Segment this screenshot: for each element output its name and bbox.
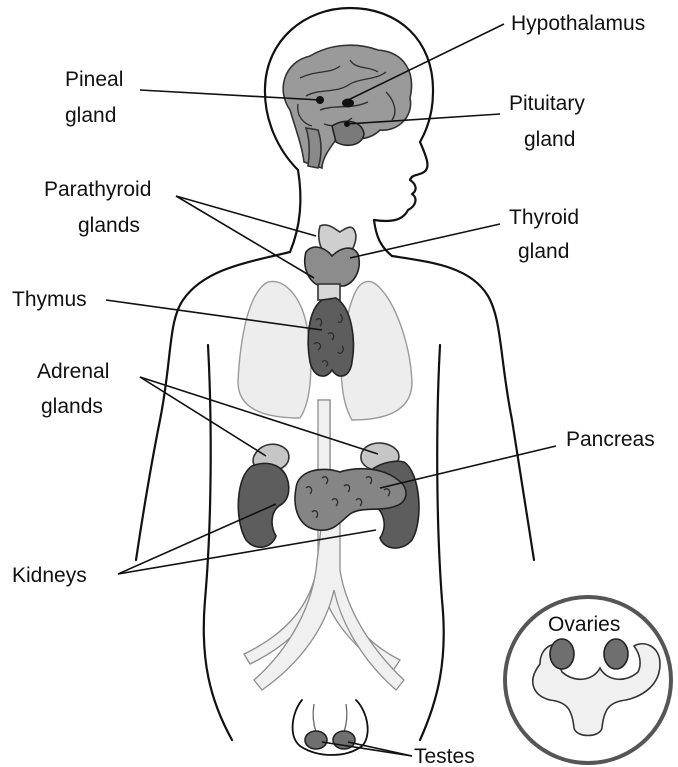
label-pancreas: Pancreas [566, 428, 655, 451]
label-parathyroid-2: glands [78, 214, 140, 237]
label-kidneys: Kidneys [12, 564, 87, 587]
label-adrenal-1: Adrenal [37, 360, 109, 383]
label-ovaries: Ovaries [548, 613, 620, 636]
thymus [308, 298, 353, 376]
label-pineal-1: Pineal [65, 68, 123, 91]
thyroid-gland [305, 225, 359, 300]
label-thyroid-1: Thyroid [509, 206, 579, 229]
label-thyroid-2: gland [518, 240, 569, 263]
label-testes: Testes [414, 745, 475, 767]
label-hypothalamus: Hypothalamus [511, 12, 645, 35]
label-thymus: Thymus [12, 288, 87, 311]
label-adrenal-2: glands [41, 395, 103, 418]
label-pineal-2: gland [65, 104, 116, 127]
brain [283, 45, 411, 168]
label-pituitary-2: gland [524, 128, 575, 151]
label-pituitary-1: Pituitary [509, 92, 585, 115]
label-parathyroid-1: Parathyroid [44, 178, 151, 201]
